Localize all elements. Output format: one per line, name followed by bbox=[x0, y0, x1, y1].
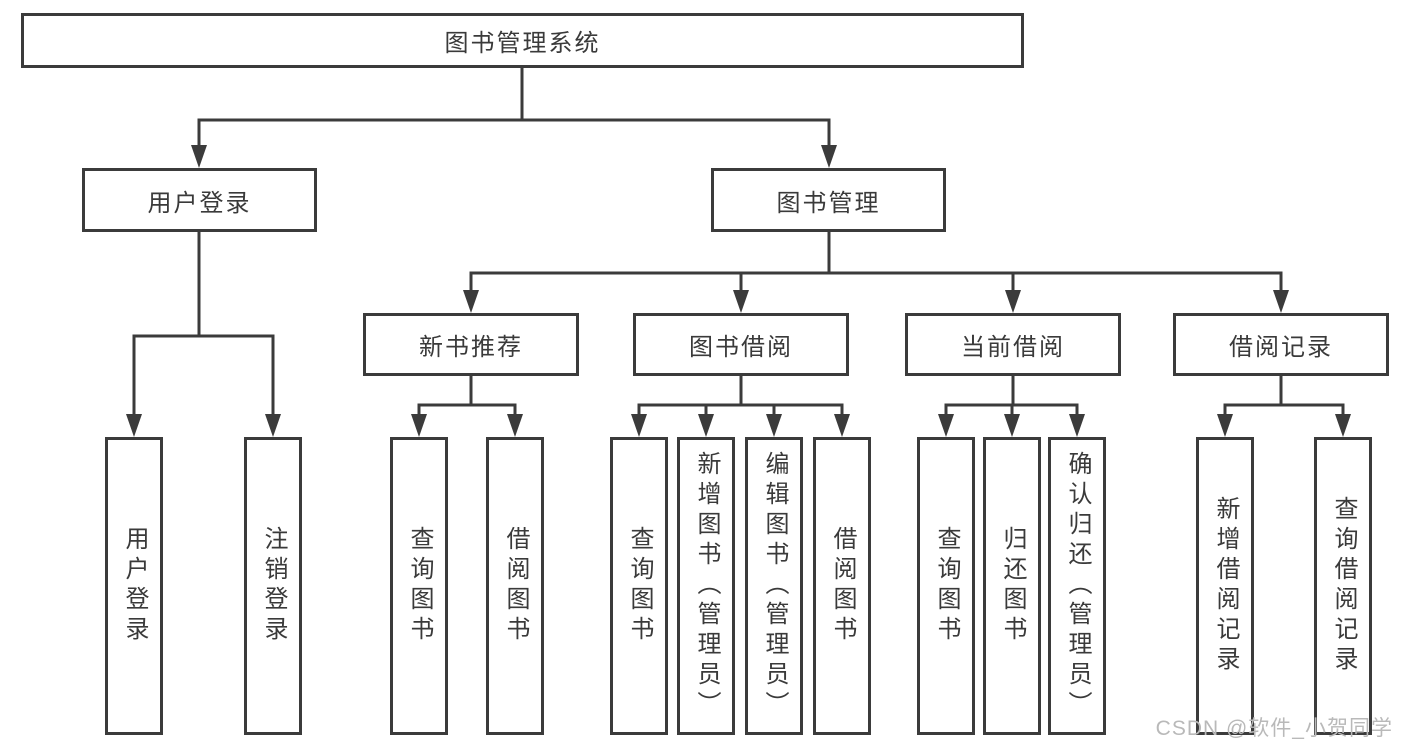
leaf-label: 查询图书 bbox=[933, 526, 960, 646]
connector-userlogin-to-leaves bbox=[132, 230, 275, 418]
arrow-down-icon bbox=[834, 414, 850, 437]
leaf-borrow-add-books-admin: 新增图书（管理员） bbox=[677, 437, 735, 735]
leaf-label: 确认归还（管理员） bbox=[1064, 451, 1091, 721]
node-book-borrowing: 图书借阅 bbox=[633, 313, 849, 376]
leaf-current-query-books: 查询图书 bbox=[917, 437, 975, 735]
node-user-login: 用户登录 bbox=[82, 168, 317, 232]
leaf-label: 查询图书 bbox=[626, 526, 653, 646]
node-label: 图书管理 bbox=[776, 189, 881, 217]
arrow-down-icon bbox=[1273, 290, 1289, 313]
leaf-label: 查询借阅记录 bbox=[1330, 496, 1357, 676]
arrow-down-icon bbox=[1335, 414, 1351, 437]
leaf-user-login: 用户登录 bbox=[105, 437, 163, 735]
connector-records-to-leaves bbox=[1223, 374, 1345, 418]
node-current-borrowing: 当前借阅 bbox=[905, 313, 1121, 376]
connector-bookmanage-to-sections bbox=[469, 230, 1283, 294]
node-label: 用户登录 bbox=[147, 189, 252, 217]
connector-recommend-to-leaves bbox=[417, 374, 517, 418]
leaf-records-query-record: 查询借阅记录 bbox=[1314, 437, 1372, 735]
leaf-borrow-edit-books-admin: 编辑图书（管理员） bbox=[745, 437, 803, 735]
leaf-label: 借阅图书 bbox=[502, 526, 529, 646]
node-label: 图书管理系统 bbox=[444, 30, 601, 57]
node-book-management: 图书管理 bbox=[711, 168, 946, 232]
node-label: 图书借阅 bbox=[689, 334, 793, 361]
node-label: 当前借阅 bbox=[961, 334, 1065, 361]
leaf-current-confirm-return-admin: 确认归还（管理员） bbox=[1048, 437, 1106, 735]
leaf-label: 归还图书 bbox=[999, 526, 1026, 646]
leaf-label: 查询图书 bbox=[406, 526, 433, 646]
connector-current-to-leaves bbox=[944, 374, 1079, 418]
arrow-down-icon bbox=[766, 414, 782, 437]
leaf-borrow-borrow-books: 借阅图书 bbox=[813, 437, 871, 735]
leaf-label: 编辑图书（管理员） bbox=[761, 451, 788, 721]
arrow-down-icon bbox=[507, 414, 523, 437]
arrow-down-icon bbox=[1217, 414, 1233, 437]
arrowheads bbox=[126, 145, 1351, 437]
arrow-down-icon bbox=[265, 414, 281, 437]
connector-borrow-to-leaves bbox=[637, 374, 844, 418]
leaf-label: 用户登录 bbox=[121, 526, 148, 646]
arrow-down-icon bbox=[938, 414, 954, 437]
leaf-records-add-record: 新增借阅记录 bbox=[1196, 437, 1254, 735]
arrow-down-icon bbox=[463, 290, 479, 313]
leaf-current-return-books: 归还图书 bbox=[983, 437, 1041, 735]
arrow-down-icon bbox=[733, 290, 749, 313]
arrow-down-icon bbox=[191, 145, 207, 168]
node-borrowing-records: 借阅记录 bbox=[1173, 313, 1389, 376]
arrow-down-icon bbox=[1005, 290, 1021, 313]
arrow-down-icon bbox=[698, 414, 714, 437]
arrow-down-icon bbox=[821, 145, 837, 168]
leaf-label: 借阅图书 bbox=[829, 526, 856, 646]
leaf-label: 注销登录 bbox=[260, 526, 287, 646]
arrow-down-icon bbox=[1069, 414, 1085, 437]
arrow-down-icon bbox=[631, 414, 647, 437]
node-label: 借阅记录 bbox=[1229, 334, 1333, 361]
node-library-management-system: 图书管理系统 bbox=[21, 13, 1024, 68]
leaf-recommend-query-books: 查询图书 bbox=[390, 437, 448, 735]
arrow-down-icon bbox=[411, 414, 427, 437]
leaf-label: 新增借阅记录 bbox=[1212, 496, 1239, 676]
arrow-down-icon bbox=[1004, 414, 1020, 437]
connector-root-to-level2 bbox=[197, 66, 831, 149]
csdn-watermark: CSDN @软件_小贺同学 bbox=[1155, 717, 1393, 740]
arrow-down-icon bbox=[126, 414, 142, 437]
node-new-book-recommendation: 新书推荐 bbox=[363, 313, 579, 376]
leaf-recommend-borrow-books: 借阅图书 bbox=[486, 437, 544, 735]
leaf-borrow-query-books: 查询图书 bbox=[610, 437, 668, 735]
leaf-label: 新增图书（管理员） bbox=[693, 451, 720, 721]
node-label: 新书推荐 bbox=[419, 334, 523, 361]
leaf-logout: 注销登录 bbox=[244, 437, 302, 735]
